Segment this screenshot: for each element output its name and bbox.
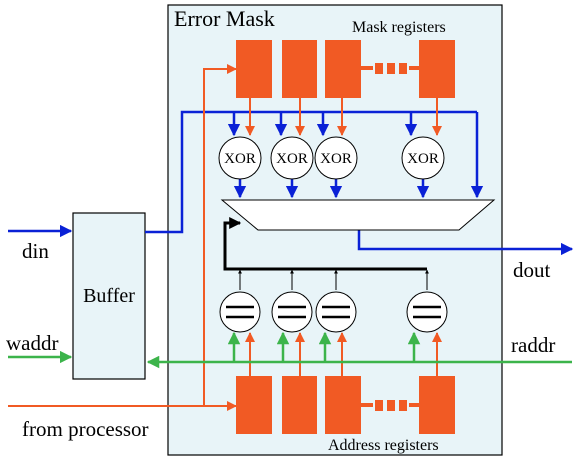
mask-to-xor: [245, 98, 442, 136]
comparator-equals-icon: [406, 291, 448, 333]
xor-gate: XOR: [270, 136, 314, 180]
xor-outputs: [233, 179, 430, 199]
buffer-box: [72, 212, 146, 380]
waddr-label: waddr: [6, 331, 58, 355]
raddr-label: raddr: [511, 333, 555, 357]
comparator-equals-icon: [219, 291, 261, 333]
address-registers-label: Address registers: [328, 437, 439, 454]
dout-arrow: [357, 230, 574, 256]
comparator-equals-icon: [315, 291, 357, 333]
processor-to-mask-line: [203, 64, 237, 406]
xor-gate: XOR: [401, 136, 445, 180]
address-registers: [236, 376, 455, 434]
data-bus-taps: [227, 112, 484, 199]
select-bus: [223, 217, 427, 271]
svg-text:XOR: XOR: [224, 151, 256, 167]
address-to-comparators: [245, 332, 442, 376]
comparator-outputs: [238, 269, 429, 290]
xor-gate: XOR: [314, 136, 358, 180]
svg-text:XOR: XOR: [407, 151, 439, 167]
comparator-equals-icon: [271, 291, 313, 333]
din-label: din: [22, 239, 49, 263]
xor-gate: XOR: [218, 136, 262, 180]
raddr-to-comparators: [227, 331, 421, 362]
mask-registers: [236, 40, 455, 98]
multiplexer: [220, 199, 496, 231]
buffer-to-data-bus: [145, 110, 477, 234]
from-processor-label: from processor: [22, 417, 149, 441]
error-mask-title: Error Mask: [174, 6, 275, 31]
mask-registers-label: Mask registers: [352, 19, 446, 36]
dout-label: dout: [513, 258, 551, 282]
svg-text:XOR: XOR: [276, 151, 308, 167]
buffer-label: Buffer: [83, 285, 135, 307]
svg-text:XOR: XOR: [320, 151, 352, 167]
